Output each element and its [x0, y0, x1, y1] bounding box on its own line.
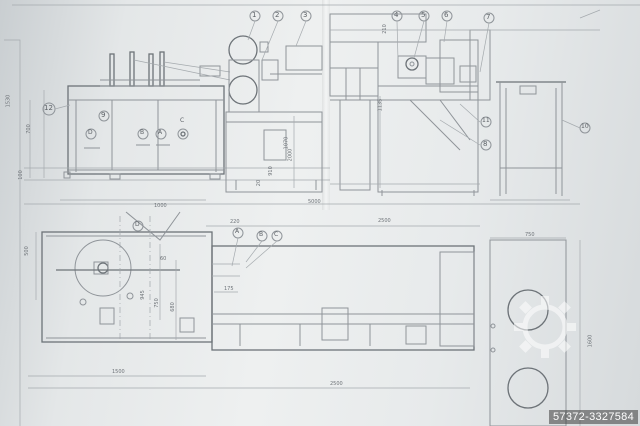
dim-5000: 5000 — [308, 199, 321, 205]
callout-10: 10 — [581, 123, 589, 130]
panel-button-c — [177, 128, 189, 140]
callout-8: 8 — [483, 140, 488, 148]
panel-label-d: D — [88, 129, 93, 136]
plan-machine — [211, 245, 475, 351]
reel-circle — [74, 239, 132, 297]
dim-910: 910 — [267, 166, 274, 176]
gear-watermark-icon — [514, 296, 576, 358]
dim-500: 500 — [23, 246, 30, 256]
dim-2500-bottom: 2500 — [330, 381, 343, 387]
panel-label-c: C — [180, 117, 185, 124]
plan-left-table — [41, 231, 213, 343]
dim-750-right: 750 — [525, 232, 535, 238]
roller-1 — [228, 35, 258, 65]
plan-view — [28, 199, 581, 426]
dim-680: 680 — [169, 302, 176, 312]
border-left — [4, 39, 21, 426]
callout-11: 11 — [482, 117, 490, 124]
panel-label-a: A — [158, 129, 163, 136]
dim-2000: 2000 — [287, 148, 294, 162]
front-callouts — [42, 10, 591, 151]
callout-9: 9 — [101, 111, 106, 119]
callout-3: 3 — [303, 11, 308, 19]
listing-id-watermark: 57372-3327584 — [549, 410, 638, 424]
dim-20: 20 — [256, 179, 263, 187]
front-view — [24, 9, 601, 205]
dim-220: 220 — [230, 219, 240, 225]
dim-945: 945 — [139, 290, 146, 300]
callout-1: 1 — [252, 11, 257, 19]
dim-2500-top: 2500 — [378, 218, 391, 224]
plan-label-b: B — [259, 231, 264, 238]
dim-750: 750 — [153, 298, 160, 308]
callout-6: 6 — [444, 11, 449, 19]
dim-1600: 1600 — [587, 334, 594, 348]
dim-1070: 1070 — [283, 136, 290, 150]
plan-callouts — [132, 220, 283, 269]
dim-175: 175 — [224, 286, 234, 292]
plan-label-c: C — [274, 231, 279, 238]
dim-1500: 1500 — [112, 369, 125, 375]
callout-4: 4 — [394, 11, 399, 19]
callout-5: 5 — [421, 11, 426, 19]
panel-label-b: B — [140, 129, 145, 136]
callout-12: 12 — [44, 104, 53, 112]
plan-label-a: A — [235, 228, 240, 235]
machine-body — [377, 85, 479, 193]
plan-label-d: D — [135, 221, 140, 228]
dim-60: 60 — [160, 256, 167, 262]
dim-100: 100 — [17, 170, 24, 180]
callout-7: 7 — [486, 13, 491, 21]
callout-2: 2 — [275, 11, 280, 19]
paper-fold — [322, 0, 330, 210]
roller-2 — [228, 75, 258, 105]
dim-700: 700 — [25, 124, 32, 134]
dim-1000: 1000 — [154, 203, 167, 209]
dim-210: 210 — [381, 24, 388, 34]
dim-1530: 1530 — [5, 94, 12, 108]
dim-1135: 1135 — [377, 98, 384, 112]
